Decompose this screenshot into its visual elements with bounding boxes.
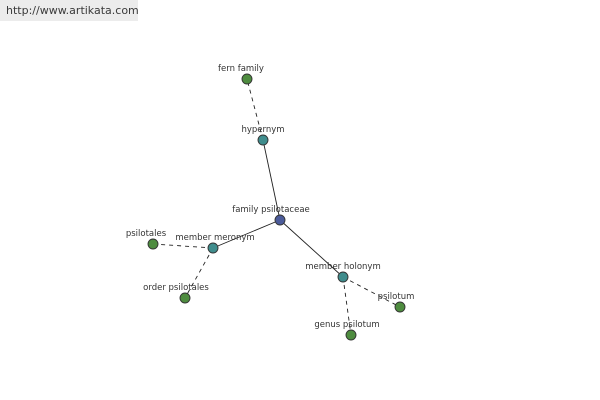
edges-layer xyxy=(152,78,401,336)
node-psilotum[interactable] xyxy=(394,301,406,313)
node-label-psilotum[interactable]: psilotum xyxy=(378,292,415,302)
node-order-psilotales[interactable] xyxy=(179,292,191,304)
edge-member-holonym-to-psilotum xyxy=(342,276,401,308)
node-label-order-psilotales[interactable]: order psilotales xyxy=(143,283,209,293)
edge-family-psilotaceae-to-member-holonym xyxy=(279,219,344,278)
node-family-psilotaceae[interactable] xyxy=(274,214,286,226)
node-hypernym[interactable] xyxy=(257,134,269,146)
node-label-fern-family[interactable]: fern family xyxy=(218,64,264,74)
edge-member-meronym-to-order-psilotales xyxy=(184,247,214,299)
site-url-banner[interactable]: http://www.artikata.com xyxy=(0,0,139,21)
node-genus-psilotum[interactable] xyxy=(345,329,357,341)
edge-hypernym-to-fern-family xyxy=(246,78,264,141)
node-member-holonym[interactable] xyxy=(337,271,349,283)
labels-layer: family psilotaceae hypernym fern family mem… xyxy=(126,64,415,330)
node-label-genus-psilotum[interactable]: genus psilotum xyxy=(314,320,379,330)
edge-family-psilotaceae-to-hypernym xyxy=(262,139,281,221)
node-member-meronym[interactable] xyxy=(207,242,219,254)
node-label-psilotales[interactable]: psilotales xyxy=(126,229,167,239)
edge-member-holonym-to-genus-psilotum xyxy=(342,276,352,336)
node-fern-family[interactable] xyxy=(241,73,253,85)
edge-member-meronym-to-psilotales xyxy=(152,243,214,249)
nodes-layer xyxy=(147,73,406,341)
node-label-hypernym[interactable]: hypernym xyxy=(241,125,284,135)
edge-family-psilotaceae-to-member-meronym xyxy=(212,219,281,249)
node-label-member-holonym[interactable]: member holonym xyxy=(305,262,380,272)
node-label-member-meronym[interactable]: member meronym xyxy=(175,233,254,243)
node-label-family-psilotaceae[interactable]: family psilotaceae xyxy=(232,205,310,215)
node-psilotales[interactable] xyxy=(147,238,159,250)
